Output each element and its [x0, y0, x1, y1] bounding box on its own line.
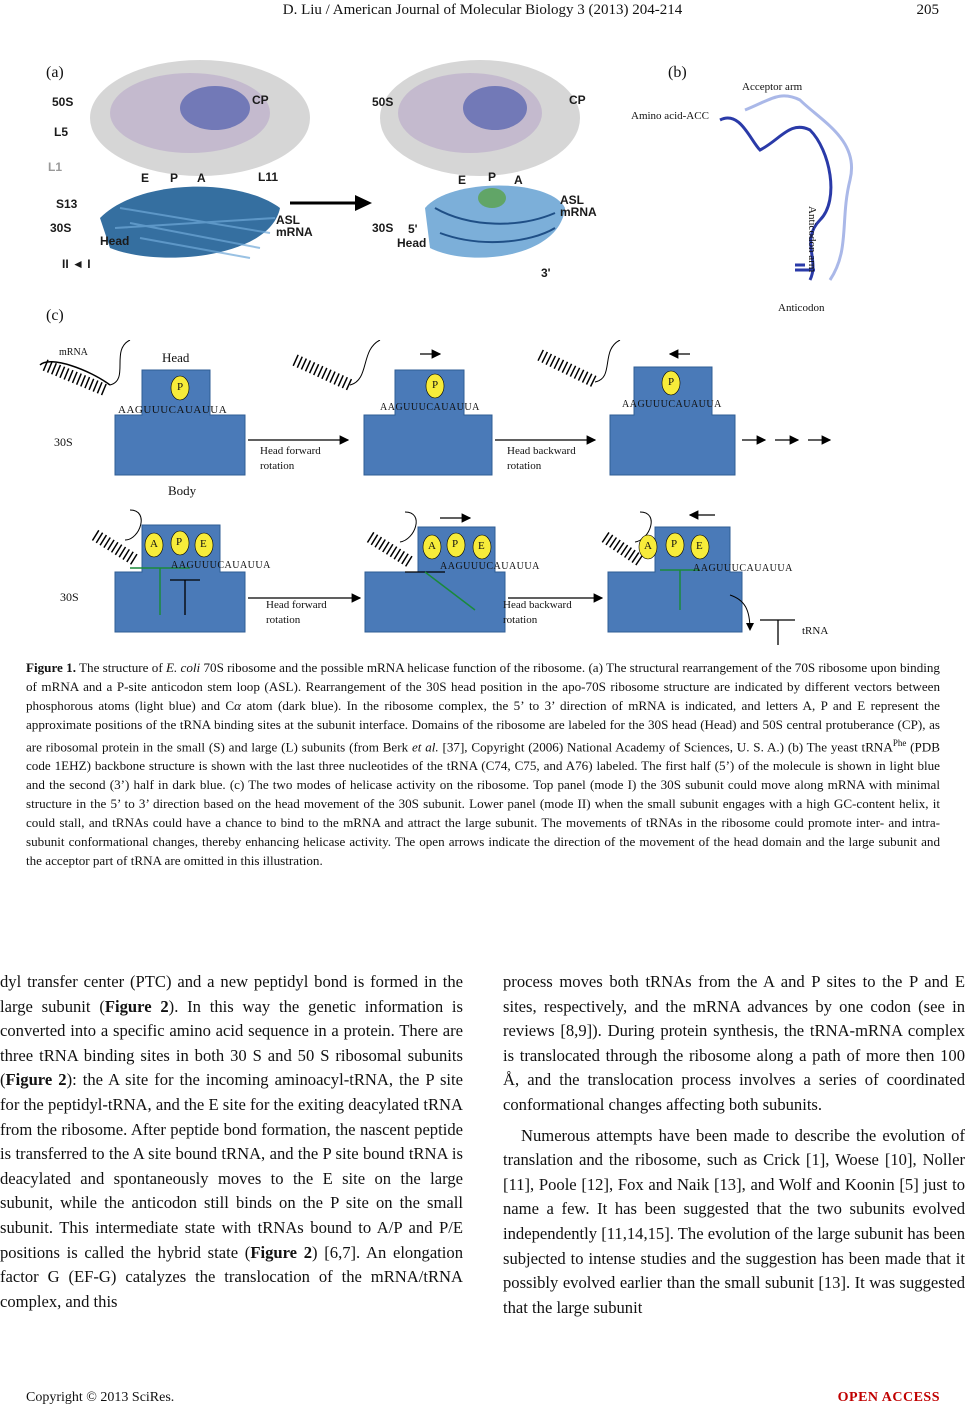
- mode-ii-step-1: [91, 509, 246, 633]
- panel-a-label: (a): [46, 64, 64, 81]
- mode-i-step-1: [39, 340, 246, 476]
- label-5prime: 5': [408, 222, 418, 236]
- label-30s-left: 30S: [50, 221, 72, 235]
- label-cp-right: CP: [569, 93, 586, 107]
- page-footer: Copyright © 2013 SciRes. OPEN ACCESS: [26, 1390, 940, 1406]
- label-p-right: P: [488, 170, 497, 184]
- panel-a-figure: [90, 60, 580, 259]
- site-p-6: P: [671, 538, 678, 550]
- mode-i-step-3: [537, 340, 736, 476]
- label-l11: L11: [258, 170, 279, 184]
- body-column-right: process moves both tRNAs from the A and …: [503, 970, 965, 1320]
- site-p-4: P: [176, 536, 183, 548]
- label-a-left: A: [197, 171, 206, 185]
- panel-c-label: (c): [46, 307, 64, 324]
- mrna-sequence-1: AAGUUUCAUAUUA: [118, 404, 228, 416]
- copyright-text: Copyright © 2013 SciRes.: [26, 1390, 175, 1405]
- label-e-left: E: [141, 171, 150, 185]
- label-mrna: mRNA: [560, 205, 597, 219]
- label-asl: ASL: [560, 193, 584, 207]
- site-a-2: A: [428, 540, 436, 552]
- mrna-sequence-2: AAGUUUCAUAUUA: [380, 402, 480, 413]
- arrow-label-asl: ASL: [276, 213, 300, 227]
- label-cp-left: CP: [252, 93, 269, 107]
- figure-caption: Figure 1. The structure of E. coli 70S r…: [26, 660, 940, 869]
- label-s13: S13: [56, 197, 78, 211]
- site-a-3: A: [644, 540, 652, 552]
- mrna-sequence-5: AAGUUUCAUAUUA: [440, 561, 540, 572]
- label-30s-bottom: 30S: [60, 590, 79, 604]
- running-header: D. Liu / American Journal of Molecular B…: [0, 0, 965, 26]
- label-l1: L1: [48, 160, 63, 174]
- label-anticodon: Anticodon: [778, 302, 825, 314]
- mrna-sequence-6: AAGUUUCAUAUUA: [693, 563, 793, 574]
- mrna-sequence-4: AAGUUUCAUAUUA: [171, 560, 271, 571]
- label-p-left: P: [170, 171, 179, 185]
- ribosome-complex: [380, 60, 580, 258]
- site-p-1: P: [177, 381, 184, 393]
- label-body-c: Body: [168, 483, 197, 498]
- body-column-left: dyl transfer center (PTC) and a new pept…: [0, 970, 463, 1314]
- label-head-right: Head: [397, 236, 427, 250]
- site-p-5: P: [452, 538, 459, 550]
- page-number: 205: [916, 2, 940, 18]
- label-amino-acid-acc: Amino acid-ACC: [631, 110, 709, 122]
- ribosome-apo: [90, 60, 310, 259]
- label-anticodon-arm: Anticodon arm: [806, 206, 818, 273]
- label-50s-left: 50S: [52, 95, 74, 109]
- label-3prime: 3': [541, 266, 551, 280]
- label-e-right: E: [458, 173, 467, 187]
- site-e-2: E: [478, 540, 485, 552]
- mode-ii-step-2: [364, 511, 506, 633]
- label-l5: L5: [54, 125, 69, 139]
- site-p-3: P: [668, 376, 675, 388]
- site-e-3: E: [696, 540, 703, 552]
- paragraph-left: dyl transfer center (PTC) and a new pept…: [0, 972, 464, 1311]
- mode-i-step-2: [292, 340, 493, 476]
- label-a-right: A: [514, 173, 523, 187]
- label-head-c: Head: [162, 350, 190, 365]
- label-trna: tRNA: [802, 625, 829, 637]
- journal-title: D. Liu / American Journal of Molecular B…: [282, 2, 683, 18]
- helicase-diagram: [39, 340, 832, 645]
- label-30s-right: 30S: [372, 221, 394, 235]
- paragraph-right-1: process moves both tRNAs from the A and …: [503, 972, 965, 1114]
- panel-b-label: (b): [668, 64, 687, 81]
- site-p-2: P: [432, 379, 439, 391]
- label-30s-top: 30S: [54, 435, 73, 449]
- open-access-badge: OPEN ACCESS: [837, 1390, 940, 1405]
- label-50s-right: 50S: [372, 95, 394, 109]
- caption-label: Figure 1.: [26, 660, 76, 675]
- arrow-label-mrna: mRNA: [276, 225, 313, 239]
- label-head-left: Head: [100, 234, 130, 248]
- site-e-1: E: [200, 538, 207, 550]
- mode-ii-step-3: [601, 510, 795, 645]
- label-acceptor-arm: Acceptor arm: [742, 81, 803, 93]
- mrna-sequence-3: AAGUUUCAUAUUA: [622, 399, 722, 410]
- trna-backbone: [719, 94, 854, 281]
- site-a-1: A: [150, 538, 158, 550]
- paragraph-right-2: Numerous attempts have been made to desc…: [503, 1125, 965, 1317]
- label-rotation: II ◄ I: [62, 257, 91, 271]
- label-mrna-c: mRNA: [59, 347, 88, 358]
